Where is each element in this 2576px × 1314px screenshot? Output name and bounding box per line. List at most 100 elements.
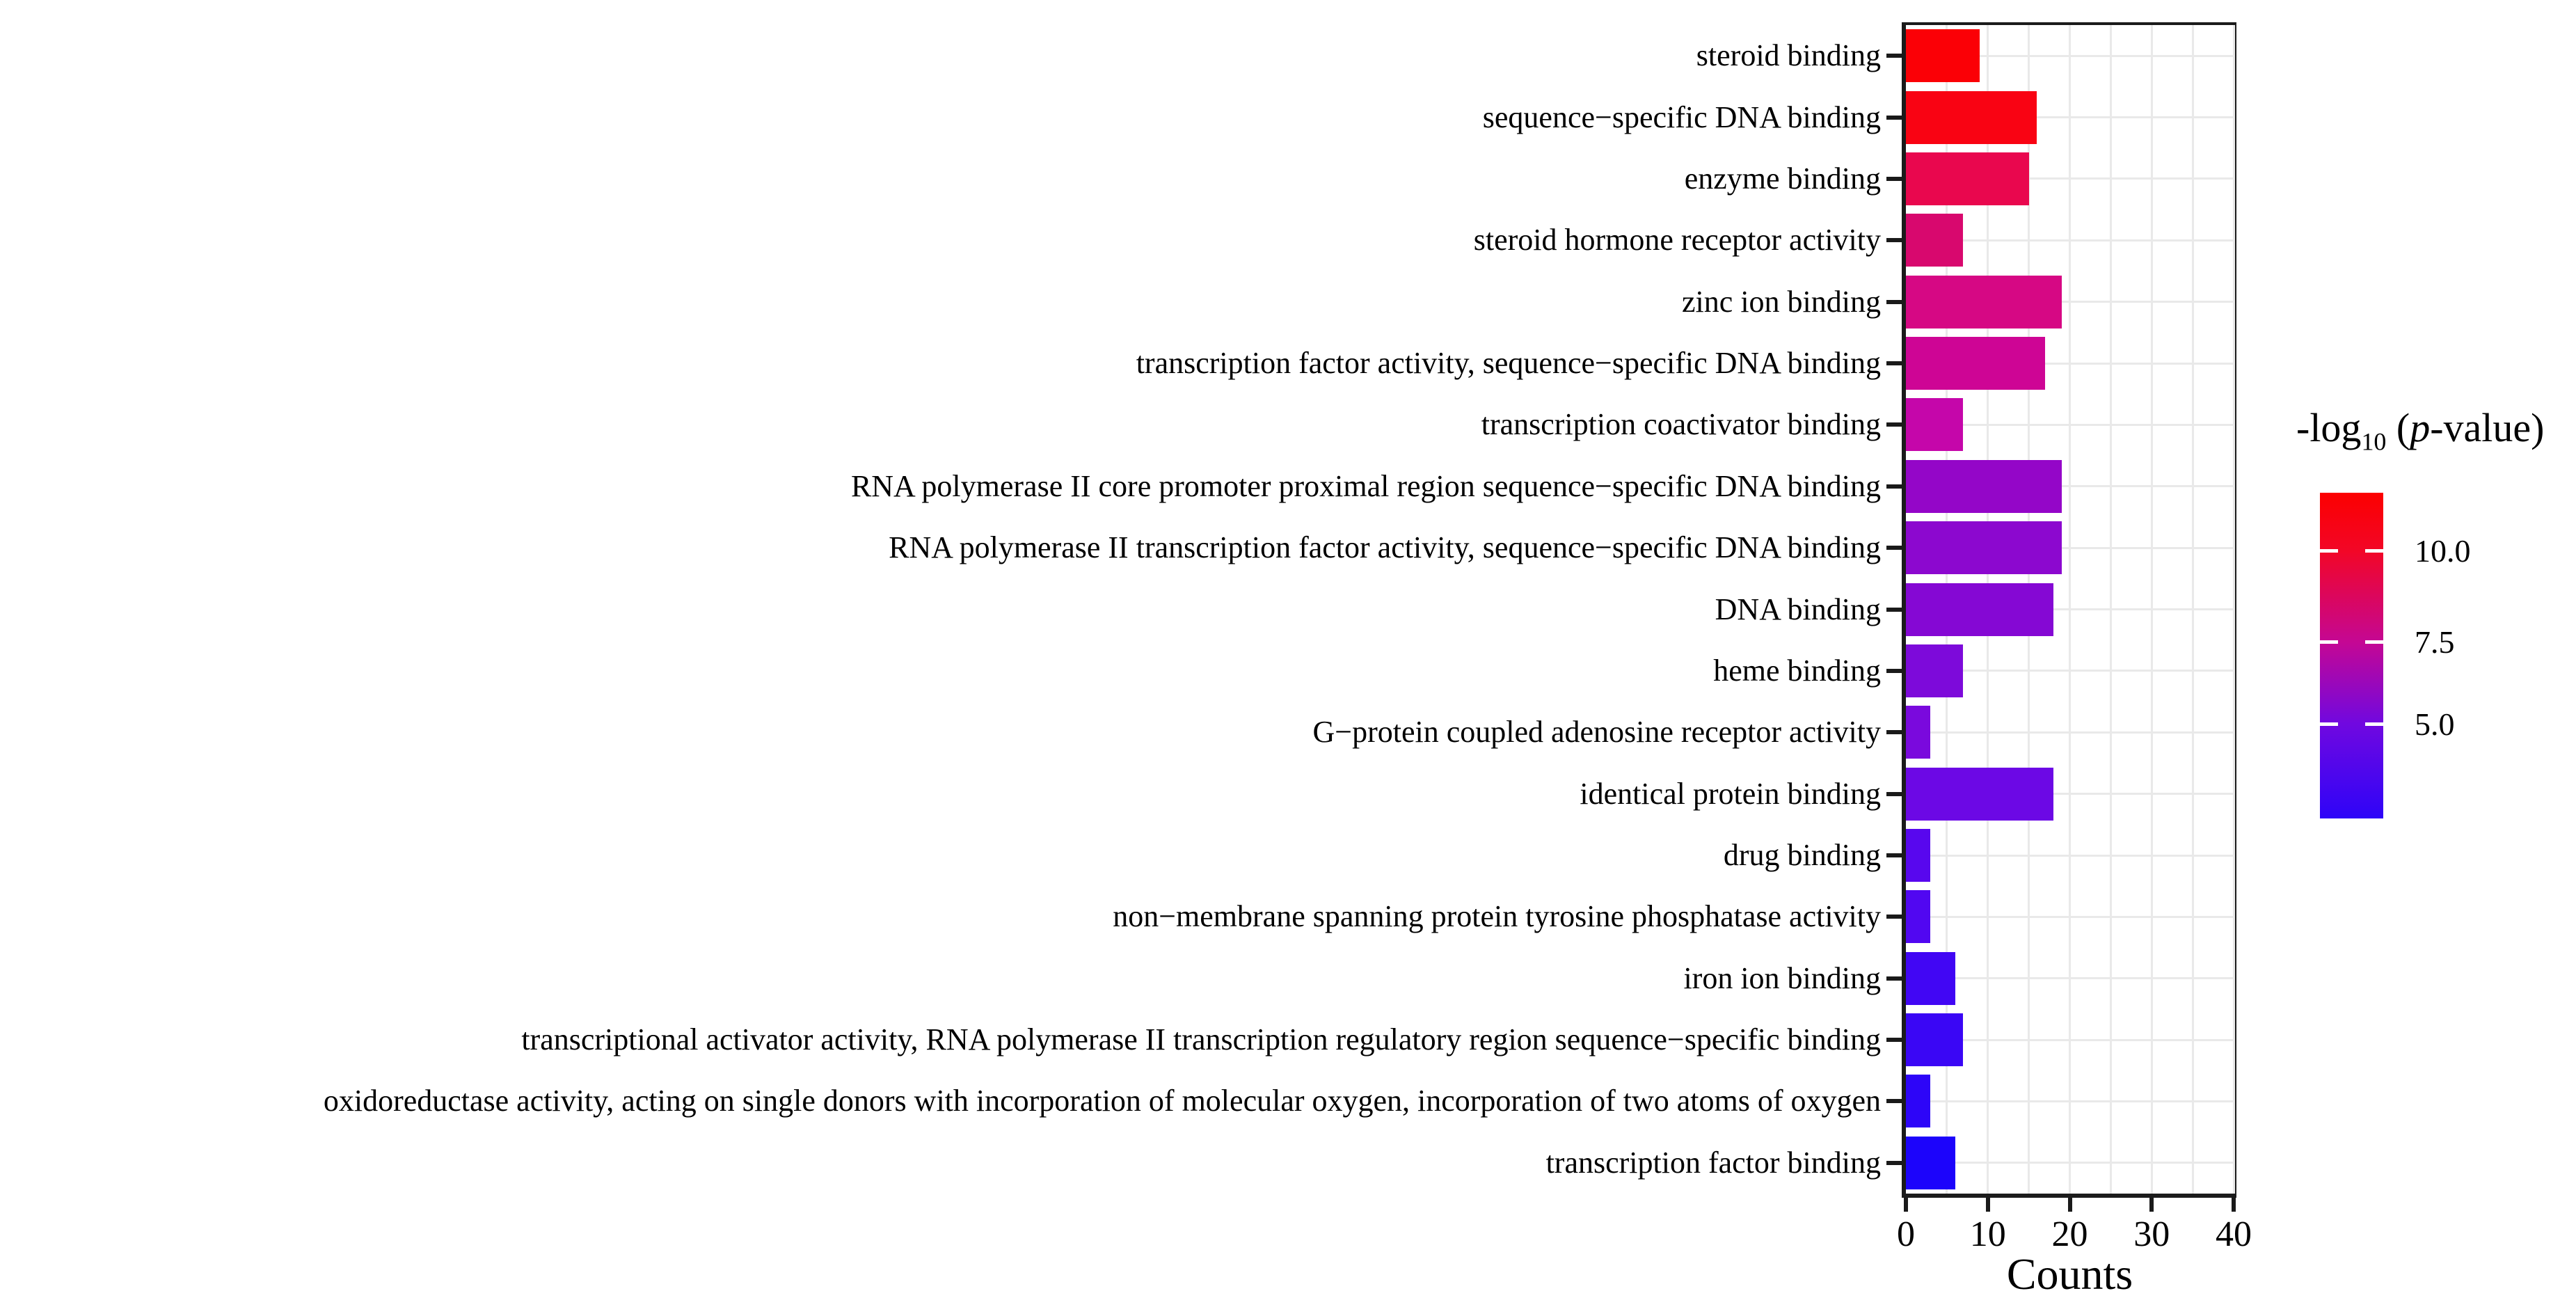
- y-axis-tick: [1886, 54, 1902, 58]
- bar: [1906, 890, 1931, 944]
- horizontal-gridline: [1906, 116, 2234, 119]
- horizontal-gridline: [1906, 177, 2234, 180]
- category-label: G−protein coupled adenosine receptor act…: [1312, 715, 1881, 750]
- category-label: drug binding: [1723, 838, 1881, 872]
- legend-tick-label: 7.5: [2415, 624, 2455, 660]
- x-axis-tick: [2149, 1198, 2154, 1212]
- y-axis-tick: [1886, 668, 1902, 673]
- x-axis-tick: [2067, 1198, 2072, 1212]
- y-axis-tick: [1886, 791, 1902, 796]
- x-axis-tick-label: 0: [1897, 1214, 1915, 1254]
- category-label: zinc ion binding: [1682, 284, 1881, 319]
- category-label: RNA polymerase II transcription factor a…: [889, 530, 1881, 565]
- y-axis-tick: [1886, 299, 1902, 304]
- horizontal-gridline: [1906, 608, 2234, 610]
- legend-title-mid: (: [2386, 405, 2410, 450]
- y-axis-tick: [1886, 976, 1902, 981]
- category-label: sequence−specific DNA binding: [1482, 100, 1881, 134]
- vertical-gridline: [2232, 25, 2235, 1194]
- legend-tick-label: 5.0: [2415, 706, 2455, 742]
- category-label: transcriptional activator activity, RNA …: [521, 1022, 1881, 1057]
- bar: [1906, 90, 2037, 144]
- legend-title-suffix: -value): [2430, 405, 2545, 450]
- y-axis-tick: [1886, 361, 1902, 365]
- category-label: non−membrane spanning protein tyrosine p…: [1113, 899, 1881, 934]
- horizontal-gridline: [1906, 1162, 2234, 1164]
- bar: [1906, 214, 1964, 267]
- category-label: steroid hormone receptor activity: [1473, 223, 1881, 258]
- category-label: oxidoreductase activity, acting on singl…: [323, 1084, 1881, 1118]
- plot-panel: [1902, 22, 2236, 1198]
- bar: [1906, 1013, 1964, 1067]
- y-axis-tick: [1886, 607, 1902, 612]
- horizontal-gridline: [1906, 670, 2234, 672]
- horizontal-gridline: [1906, 546, 2234, 549]
- x-axis-title: Counts: [2006, 1249, 2133, 1299]
- category-label: iron ion binding: [1683, 960, 1881, 995]
- legend-tick-mark: [2320, 549, 2338, 553]
- horizontal-gridline: [1906, 54, 2234, 57]
- horizontal-gridline: [1906, 854, 2234, 857]
- legend-tick-mark: [2365, 640, 2383, 644]
- x-axis-tick-label: 40: [2216, 1214, 2252, 1254]
- y-axis-tick: [1886, 422, 1902, 427]
- y-axis-tick: [1886, 1038, 1902, 1043]
- horizontal-gridline: [1906, 362, 2234, 365]
- x-axis-tick: [1904, 1198, 1908, 1212]
- horizontal-gridline: [1906, 423, 2234, 426]
- y-axis-tick: [1886, 484, 1902, 489]
- y-axis-tick: [1886, 176, 1902, 181]
- legend-tick-mark: [2365, 549, 2383, 553]
- x-axis-tick: [1985, 1198, 1990, 1212]
- legend-gradient-bar: [2320, 493, 2383, 818]
- category-label: steroid binding: [1696, 38, 1881, 73]
- y-axis-tick: [1886, 730, 1902, 735]
- horizontal-gridline: [1906, 977, 2234, 980]
- x-axis-tick: [2232, 1198, 2236, 1212]
- bar: [1906, 767, 2053, 821]
- x-axis-tick-label: 20: [2051, 1214, 2088, 1254]
- horizontal-gridline: [1906, 793, 2234, 795]
- horizontal-gridline: [1906, 915, 2234, 918]
- horizontal-gridline: [1906, 1038, 2234, 1041]
- horizontal-gridline: [1906, 731, 2234, 734]
- legend-title: -log10 (p-value): [2296, 405, 2544, 465]
- legend-title-p: p: [2410, 405, 2431, 450]
- category-label: transcription factor binding: [1545, 1145, 1881, 1180]
- y-axis-tick: [1886, 115, 1902, 120]
- horizontal-gridline: [1906, 1100, 2234, 1102]
- bar: [1906, 829, 1931, 882]
- category-label: DNA binding: [1715, 592, 1881, 626]
- y-axis-tick: [1886, 915, 1902, 919]
- bar: [1906, 951, 1955, 1005]
- bar: [1906, 152, 2029, 205]
- y-axis-tick: [1886, 238, 1902, 243]
- category-label: identical protein binding: [1580, 776, 1881, 811]
- category-label: RNA polymerase II core promoter proximal…: [850, 468, 1881, 503]
- bar: [1906, 1075, 1931, 1128]
- bar: [1906, 337, 2046, 390]
- horizontal-gridline: [1906, 485, 2234, 488]
- category-label: heme binding: [1713, 653, 1881, 688]
- category-label: transcription factor activity, sequence−…: [1136, 346, 1881, 380]
- y-axis-tick: [1886, 1099, 1902, 1104]
- y-axis-tick: [1886, 853, 1902, 857]
- legend-tick-label: 10.0: [2415, 532, 2471, 569]
- x-axis-tick-label: 10: [1969, 1214, 2006, 1254]
- bar: [1906, 398, 1964, 452]
- y-axis-tick: [1886, 546, 1902, 551]
- bar: [1906, 29, 1980, 83]
- legend-tick-mark: [2365, 722, 2383, 727]
- x-axis-tick-label: 30: [2133, 1214, 2170, 1254]
- bar: [1906, 583, 2053, 636]
- category-label: transcription coactivator binding: [1481, 407, 1881, 442]
- bar: [1906, 275, 2062, 328]
- legend-title-subscript: 10: [2361, 427, 2387, 456]
- bar: [1906, 644, 1964, 697]
- legend-tick-mark: [2320, 722, 2338, 727]
- y-axis-tick: [1886, 1160, 1902, 1165]
- legend-title-prefix: -log: [2296, 405, 2362, 450]
- horizontal-gridline: [1906, 239, 2234, 242]
- bar: [1906, 459, 2062, 513]
- bar: [1906, 1136, 1955, 1189]
